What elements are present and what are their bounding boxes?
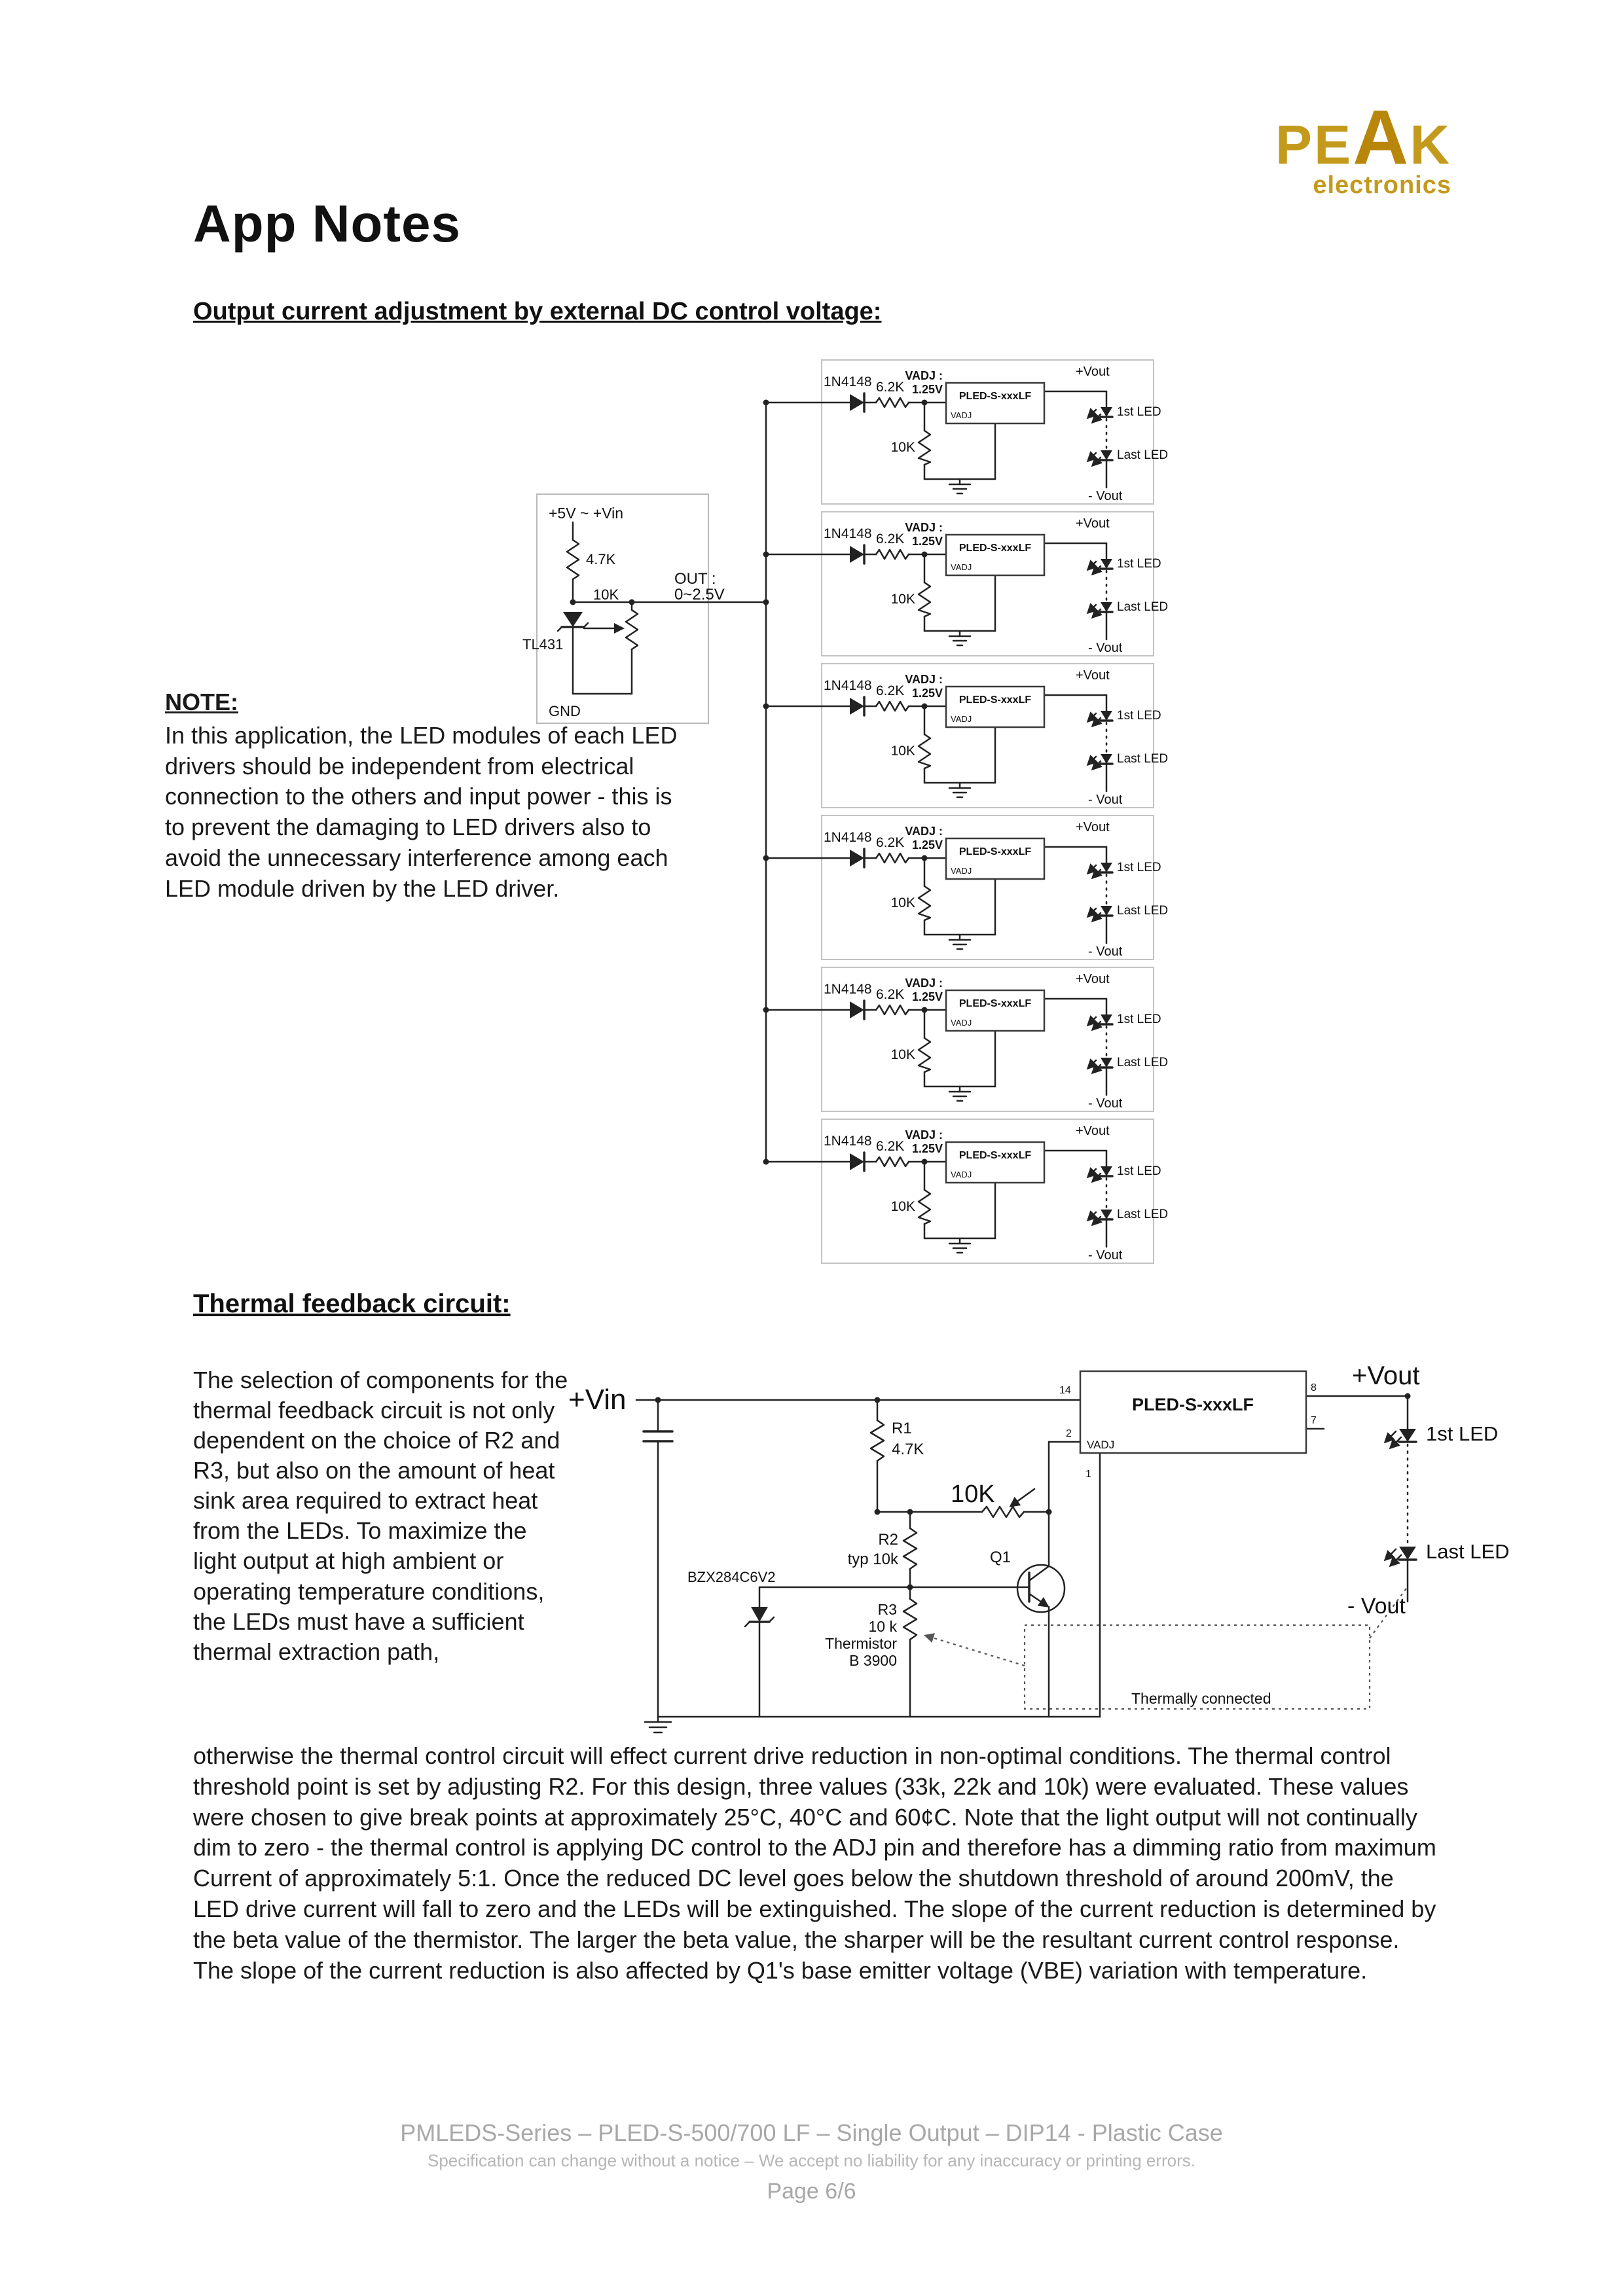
vin-label: +Vin <box>568 1384 627 1416</box>
junction-dot <box>907 1509 913 1515</box>
note-body: In this application, the LED modules of … <box>165 721 678 902</box>
pot-wiper-arrow <box>614 623 625 634</box>
section2-heading: Thermal feedback circuit: <box>193 1289 511 1318</box>
r3-type: Thermistor <box>825 1635 897 1652</box>
junction-dot <box>874 1397 881 1403</box>
junction-dot <box>1404 1393 1411 1399</box>
control-circuit-frame <box>536 493 709 724</box>
control-circuit: +5V ~ +Vin 4.7K 10K TL4 <box>522 493 767 724</box>
pot-label: 10K <box>593 586 619 603</box>
out-label: OUT : <box>674 570 716 588</box>
diode-label: 1N4148 <box>824 374 872 389</box>
pin1-label: 1 <box>1085 1469 1091 1480</box>
last-led-symbol <box>1399 1547 1416 1560</box>
pot-label: 10K <box>951 1480 995 1508</box>
logo-letter-k: K <box>1410 114 1451 175</box>
ic-label: TL431 <box>522 636 563 653</box>
zener-label: BZX284C6V2 <box>687 1569 776 1585</box>
r2-name: R2 <box>878 1531 898 1549</box>
thermal-arrow-to-thermistor <box>924 1633 1025 1667</box>
footer-page-number: Page 6/6 <box>767 2179 856 2204</box>
vout-neg-label: - Vout <box>1088 489 1123 503</box>
thermally-connected-outline <box>1023 1624 1371 1710</box>
pin7-label: 7 <box>1311 1415 1317 1426</box>
led-driver-block-5 <box>763 967 1169 1111</box>
pin2-label: 2 <box>1066 1428 1072 1439</box>
vout-neg-label: - Vout <box>1347 1594 1406 1619</box>
pled-module-box <box>1079 1370 1307 1454</box>
vout-pos-label: +Vout <box>1076 365 1110 379</box>
vadj-value: 1.25V <box>912 383 943 396</box>
module-pin-vadj: VADJ <box>951 410 972 420</box>
r1-value: 4.7K <box>892 1441 924 1458</box>
adjust-resistor-label: 10K <box>891 440 915 455</box>
junction-dot <box>655 1397 661 1403</box>
thermal-body-paragraph: otherwise the thermal control circuit wi… <box>193 1742 1436 1984</box>
r3-name: R3 <box>878 1601 897 1618</box>
control-wires <box>556 521 767 695</box>
output-adjustment-diagram: +5V ~ +Vin 4.7K 10K TL4 <box>522 359 1159 1270</box>
node-dot <box>921 399 928 406</box>
page-footer: PMLEDS-Series – PLED-S-500/700 LF – Sing… <box>0 2119 1623 2204</box>
junction-dot <box>1046 1509 1052 1515</box>
led-driver-block-4 <box>763 816 1169 960</box>
logo-letters-pe: PE <box>1275 114 1353 175</box>
gnd-label: GND <box>549 703 581 719</box>
page-title: App Notes <box>193 194 461 253</box>
led-driver-block: 1N4148 6.2K VADJ : 1.25V PLED-S-xxxLF VA… <box>763 359 1168 505</box>
led-driver-block-3 <box>763 664 1169 808</box>
pin8-label: 8 <box>1311 1382 1317 1393</box>
r2-value: typ 10k <box>848 1551 899 1568</box>
first-led-symbol <box>1399 1429 1416 1442</box>
last-led-label: Last LED <box>1117 448 1168 462</box>
module-label: PLED-S-xxxLF <box>1132 1395 1254 1414</box>
footer-series-line: PMLEDS-Series – PLED-S-500/700 LF – Sing… <box>400 2119 1223 2146</box>
r-top-label: 4.7K <box>586 551 616 567</box>
footer-disclaimer: Specification can change without a notic… <box>427 2151 1196 2170</box>
series-resistor-label: 6.2K <box>876 380 904 395</box>
logo-tagline: electronics <box>1313 171 1451 200</box>
logo-letter-a: A <box>1353 94 1410 181</box>
last-led-label: Last LED <box>1426 1540 1510 1563</box>
thermal-feedback-diagram: +Vin R1 4.7K R2 typ 10k BZX284C6V2 R3 10… <box>568 1361 1510 1734</box>
r3-value: 10 k <box>869 1618 898 1635</box>
vout-pos-label: +Vout <box>1352 1361 1419 1390</box>
note-block: NOTE: In this application, the LED modul… <box>165 687 689 905</box>
q1-transistor-symbol <box>1016 1564 1066 1613</box>
junction-dot <box>907 1584 913 1590</box>
r1-name: R1 <box>892 1420 912 1437</box>
last-led-symbol <box>1101 450 1112 460</box>
node-dot <box>629 599 635 605</box>
module-label: PLED-S-xxxLF <box>959 391 1031 402</box>
pled-module-box <box>945 382 1046 425</box>
note-heading: NOTE: <box>165 689 238 715</box>
first-led-label: 1st LED <box>1426 1422 1498 1445</box>
module-pin-vadj: VADJ <box>1087 1439 1114 1451</box>
out-range-label: 0~2.5V <box>674 586 725 603</box>
supply-label: +5V ~ +Vin <box>549 505 623 522</box>
block-wires <box>765 390 1114 495</box>
first-led-label: 1st LED <box>1117 405 1161 419</box>
section1-heading: Output current adjustment by external DC… <box>193 298 882 325</box>
tl431-symbol <box>563 612 583 627</box>
led-driver-block-2 <box>763 512 1169 656</box>
node-dot <box>570 599 576 605</box>
thermal-intro-paragraph: The selection of components for the ther… <box>193 1367 568 1665</box>
vadj-label: VADJ : <box>905 369 943 382</box>
diode-symbol <box>850 394 864 411</box>
led-driver-block-6 <box>763 1119 1169 1263</box>
zener-symbol <box>751 1607 768 1622</box>
pin14-label: 14 <box>1059 1385 1071 1396</box>
thermally-connected-label: Thermally connected <box>1131 1690 1271 1707</box>
r3-beta: B 3900 <box>849 1652 897 1669</box>
q1-label: Q1 <box>990 1549 1011 1566</box>
junction-dot <box>874 1509 881 1515</box>
first-led-symbol <box>1101 407 1112 417</box>
